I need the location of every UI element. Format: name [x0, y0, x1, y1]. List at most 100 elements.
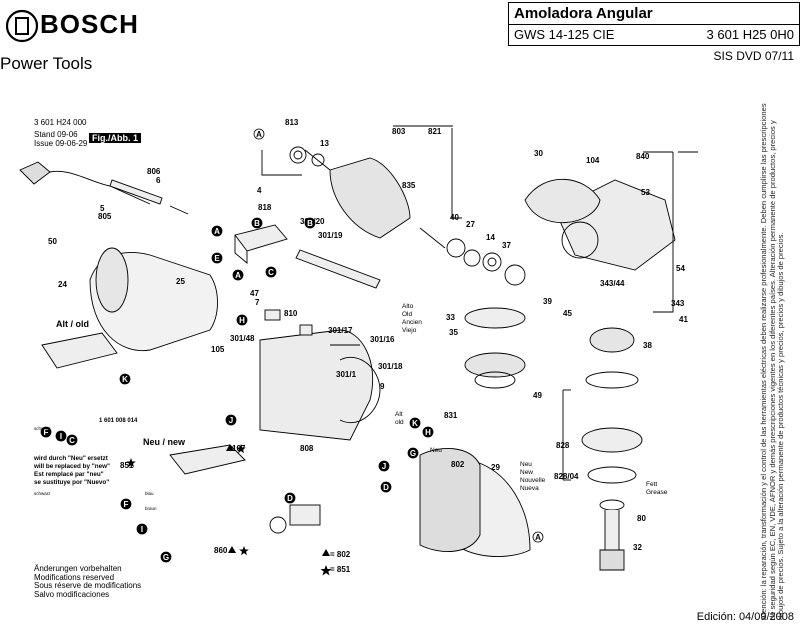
replaced-line-2: will be replaced by "new": [33, 463, 110, 470]
marker-a-3: A: [532, 531, 544, 543]
alto-line-2: Old: [402, 311, 413, 318]
grease-label: Grease: [646, 489, 668, 496]
alto-line-3: Ancien: [402, 319, 422, 326]
callout-343-44: 343/44: [600, 279, 625, 288]
callout-5: 5: [100, 204, 105, 213]
wire-label-braun: braun: [145, 506, 157, 511]
marker-g-0: G: [407, 447, 419, 459]
marker-c-1: C: [265, 266, 277, 278]
star-851-icon: [126, 458, 136, 468]
marker-letter: A: [535, 533, 541, 542]
callout-803: 803: [392, 127, 406, 136]
product-title: Amoladora Angular: [514, 5, 653, 22]
edition-date: Edición: 04/09/2008: [696, 611, 794, 623]
callout-45: 45: [563, 309, 572, 318]
neu-small: Neu: [430, 447, 442, 454]
modification-notes: Änderungen vorbehalten Modifications res…: [34, 564, 142, 599]
callout-835: 835: [402, 181, 416, 190]
callout-14: 14: [486, 233, 495, 242]
stand-issue: Stand 09-06 Issue 09-06-29: [34, 130, 87, 148]
callout-806: 806: [147, 167, 161, 176]
callout-104: 104: [586, 156, 600, 165]
title-box: Amoladora Angular GWS 14-125 CIE 3 601 H…: [508, 2, 800, 46]
callout-301-17: 301/17: [328, 326, 353, 335]
callout-47: 47: [250, 289, 259, 298]
marker-e-0: E: [211, 252, 223, 264]
model-name: GWS 14-125 CIE: [514, 27, 615, 42]
marker-letter: K: [412, 419, 418, 428]
marker-letter: A: [214, 227, 220, 236]
side-legal-note: Atención: la reparación, transformación …: [759, 103, 786, 620]
marker-b-0: B: [251, 217, 263, 229]
marker-letter: B: [307, 219, 313, 228]
alto-line-4: Viejo: [402, 327, 417, 334]
mod-line-4: Salvo modificaciones: [34, 589, 110, 599]
marker-b-1: B: [304, 217, 316, 229]
callout-840: 840: [636, 152, 650, 161]
marker-letter: E: [214, 254, 220, 263]
callout-805: 805: [98, 212, 112, 221]
marker-letter: J: [229, 416, 233, 425]
callout-41: 41: [679, 315, 688, 324]
callout-821: 821: [428, 127, 442, 136]
neu-line-1: Neu: [520, 461, 532, 468]
callout-860: 860: [214, 546, 228, 555]
star-107-icon: [236, 444, 246, 454]
callout-6: 6: [156, 176, 161, 185]
mod-line-1: Änderungen vorbehalten: [34, 564, 122, 573]
marker-i-0: I: [55, 430, 67, 442]
callout-49: 49: [533, 391, 542, 400]
marker-letter: H: [239, 316, 245, 325]
callout-24: 24: [58, 280, 67, 289]
callout-301-48: 301/48: [230, 334, 255, 343]
marker-letter: I: [141, 525, 143, 534]
callout-813: 813: [285, 118, 299, 127]
marker-letter: A: [235, 271, 241, 280]
part-number: 3 601 H25 0H0: [706, 27, 794, 42]
alt-small-1: Alt: [395, 411, 403, 418]
mod-line-2: Modifications reserved: [34, 572, 115, 582]
marker-letter: B: [254, 219, 260, 228]
neu-line-3: Nouvelle: [520, 477, 546, 484]
callout-37: 37: [502, 241, 511, 250]
triangle-107-icon: [226, 444, 234, 451]
callout-831: 831: [444, 411, 458, 420]
marker-letter: G: [163, 553, 169, 562]
callout-32: 32: [633, 543, 642, 552]
marker-letter: D: [287, 494, 293, 503]
callout-30: 30: [534, 149, 543, 158]
callout-7: 7: [255, 298, 260, 307]
marker-letter: D: [383, 483, 389, 492]
marker-c-0: C: [66, 434, 78, 446]
callout-828: 828: [556, 441, 570, 450]
marker-letter: F: [124, 500, 129, 509]
callout-27: 27: [466, 220, 475, 229]
sub-brand: Power Tools: [0, 54, 93, 73]
marker-h-0: H: [236, 314, 248, 326]
issue-label: Issue: [34, 139, 54, 148]
legend-802-text: = 802: [330, 550, 351, 559]
callout-33: 33: [446, 313, 455, 322]
marker-a-1: A: [211, 225, 223, 237]
star-860-icon: [239, 546, 249, 556]
callout-38: 38: [643, 341, 652, 350]
marker-letter: H: [425, 428, 431, 437]
marker-f-0: F: [40, 426, 52, 438]
marker-letter: C: [69, 436, 75, 445]
callout-9: 9: [380, 382, 385, 391]
mod-line-3: Sous réserve de modifications: [34, 581, 142, 590]
wire-label-schwarz-2: schwarz: [34, 491, 51, 496]
marker-a-0: A: [253, 128, 265, 140]
callout-343: 343: [671, 299, 685, 308]
marker-letter: F: [44, 428, 49, 437]
replaced-line-4: se sustituye por "Nuevo": [34, 479, 109, 486]
callout-1-601-008-014: 1 601 008 014: [99, 418, 138, 424]
legend-851-text: = 851: [330, 565, 351, 574]
callout-851: 851: [120, 461, 134, 470]
neu-new-label: Neu / new: [143, 437, 186, 447]
callout-29: 29: [491, 463, 500, 472]
callout-818: 818: [258, 203, 272, 212]
fett-label: Fett: [646, 481, 657, 488]
stand-label: Stand: [34, 130, 55, 139]
